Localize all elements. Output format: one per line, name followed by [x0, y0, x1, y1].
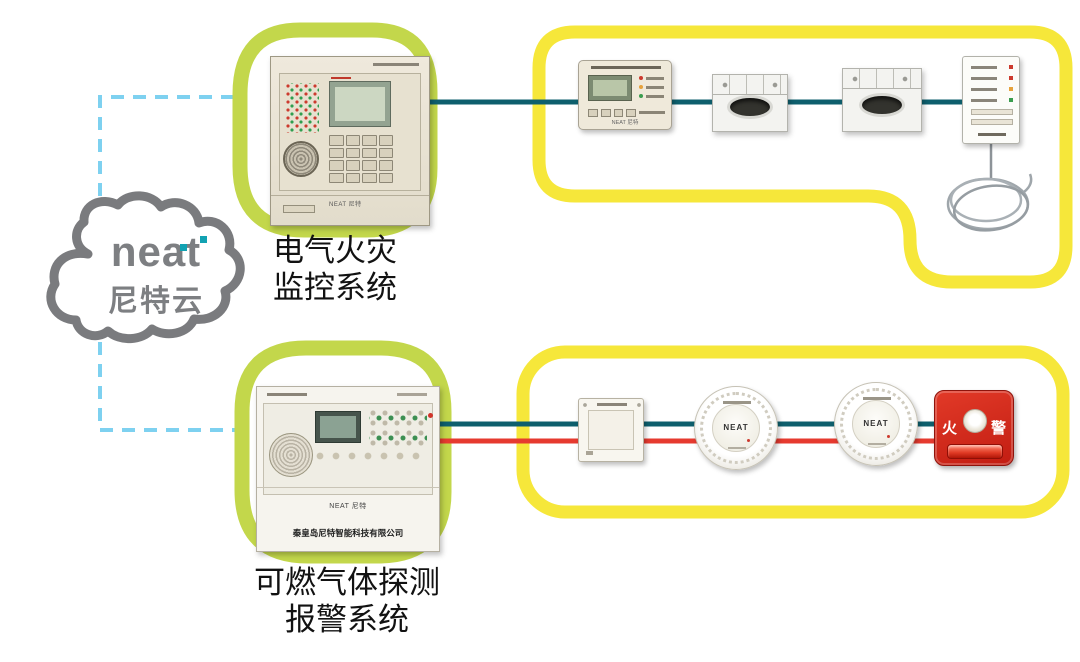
device-lcd [588, 75, 632, 101]
panel-title-bar [373, 63, 419, 66]
green-ring-bottom [234, 340, 452, 564]
terminal-block [971, 109, 1013, 115]
speaker-grille [283, 141, 319, 177]
panel-detail [331, 77, 351, 79]
module-frame [588, 410, 634, 450]
panel-lcd-screen [329, 81, 391, 127]
label-line: 监控系统 [273, 270, 397, 306]
residual-current-monitor: NEAT 尼特 [578, 60, 672, 130]
terminal-cover [843, 69, 921, 89]
detector-vent-ring [840, 388, 912, 460]
brand-label: NEAT 尼特 [329, 503, 367, 510]
panel-detail [397, 393, 427, 396]
brand-label: NEAT [863, 419, 889, 428]
panel-button-grid [369, 409, 427, 449]
device-title-bar [723, 401, 751, 404]
alarm-char-fire: 火 [942, 420, 958, 437]
panel-door-seam [271, 195, 429, 196]
brand-label: NEAT [723, 423, 749, 432]
gas-alarm-control-panel: NEAT 尼特 秦皇岛尼特智能科技有限公司 [256, 386, 440, 552]
fire-alarm-sounder: 火 警 [934, 390, 1014, 466]
alarm-char-alert: 警 [990, 420, 1006, 437]
io-module [578, 398, 644, 462]
detector-face [712, 404, 760, 452]
sensor-cable-coil [952, 184, 1030, 232]
panel-title-bar [267, 393, 307, 396]
sensor-cable-tail [1023, 173, 1033, 193]
brand-accent-square [180, 244, 187, 251]
panel-keypad [329, 135, 393, 183]
label-line: 可燃气体探测 [254, 565, 440, 600]
current-transformer [712, 74, 788, 132]
indicator-row [971, 87, 1013, 92]
device-detail [586, 451, 593, 455]
gas-detector: NEAT [834, 382, 918, 466]
panel-key-slot [283, 205, 315, 213]
cloud-shape [46, 191, 245, 344]
panel-door-seam [257, 487, 439, 488]
label-line: 报警系统 [285, 602, 409, 638]
detector-vent-ring [700, 392, 772, 464]
electrical-fire-panel: NEAT 尼特 [270, 56, 430, 226]
company-name-label: 秦皇岛尼特智能科技有限公司 [292, 528, 404, 538]
indicator-row [639, 76, 665, 81]
device-detail [868, 443, 886, 445]
cloud-logo: neat 尼特云 [86, 228, 226, 320]
yellow-region-top [532, 25, 1073, 289]
brand-label: NEAT 尼特 [611, 120, 639, 126]
cloud-brand-text: neat [110, 228, 202, 275]
label-electrical-fire-system: 电气火灾 监控系统 [235, 232, 435, 306]
device-title-bar [597, 403, 627, 406]
device-title-bar [863, 397, 891, 400]
alarm-led [428, 413, 433, 418]
indicator-led-grid [285, 83, 319, 133]
device-title-bar [591, 66, 661, 69]
temperature-sensor-unit [962, 56, 1020, 144]
current-transformer [842, 68, 922, 132]
indicator-row [639, 85, 665, 90]
status-led [747, 439, 750, 442]
speaker-grille [269, 433, 313, 477]
sensor-cable-coil [949, 177, 1023, 223]
device-detail [728, 447, 746, 449]
panel-button-row [315, 451, 427, 461]
panel-lcd-screen [315, 411, 361, 443]
cloud-link-top [98, 95, 240, 240]
label-line: 电气火灾 [273, 233, 397, 268]
indicator-row [971, 76, 1013, 81]
transformer-aperture [727, 95, 773, 120]
transformer-aperture [859, 92, 905, 117]
yellow-region-bottom [516, 345, 1070, 519]
device-buttons [588, 109, 636, 117]
indicator-row [971, 98, 1013, 103]
detector-face [852, 400, 900, 448]
device-detail [639, 111, 665, 114]
indicator-row [971, 65, 1013, 70]
terminal-block [971, 119, 1013, 125]
alarm-strobe-lens [947, 444, 1003, 459]
gas-detector: NEAT [694, 386, 778, 470]
device-detail [978, 133, 1006, 136]
cloud-brand-cn-text: 尼特云 [108, 285, 204, 319]
brand-accent-square [200, 236, 207, 243]
cloud-link-bottom [98, 320, 252, 432]
alarm-sounder-disc [963, 409, 987, 433]
status-led [887, 435, 890, 438]
terminal-cover [713, 75, 787, 95]
brand-label: NEAT 尼特 [329, 202, 362, 208]
indicator-row [639, 94, 665, 99]
label-gas-alarm-system: 可燃气体探测 报警系统 [227, 564, 467, 638]
